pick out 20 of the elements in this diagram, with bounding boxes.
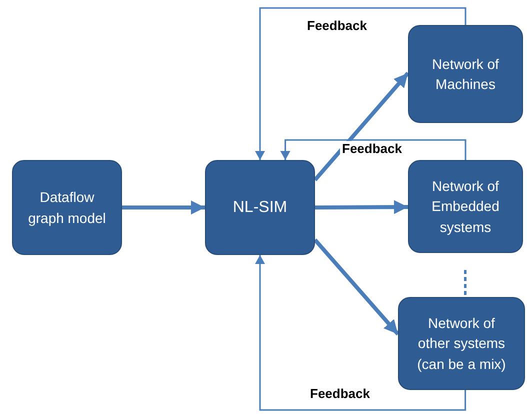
process-box: [12, 160, 122, 255]
node-label: NL-SIM: [232, 198, 288, 218]
arrow: [255, 255, 466, 411]
process-box: [398, 297, 525, 390]
process-box: [408, 160, 523, 253]
arrow: [314, 238, 400, 336]
node-label: Dataflow graph model: [27, 188, 107, 228]
arrow: [255, 7, 466, 160]
arrow: [314, 72, 410, 182]
process-box: [205, 160, 315, 255]
edge-label: Feedback: [305, 18, 369, 33]
node-label: Network of other systems (can be a mix): [416, 314, 507, 374]
edge-label: Feedback: [340, 141, 404, 156]
edge-label: Feedback: [308, 386, 372, 401]
arrow: [280, 139, 466, 160]
process-box: [408, 25, 523, 123]
arrow: [314, 200, 408, 214]
node-label: Network of Machines: [431, 54, 500, 94]
arrow: [122, 200, 205, 214]
node-label: Network of Embedded systems: [430, 177, 500, 237]
